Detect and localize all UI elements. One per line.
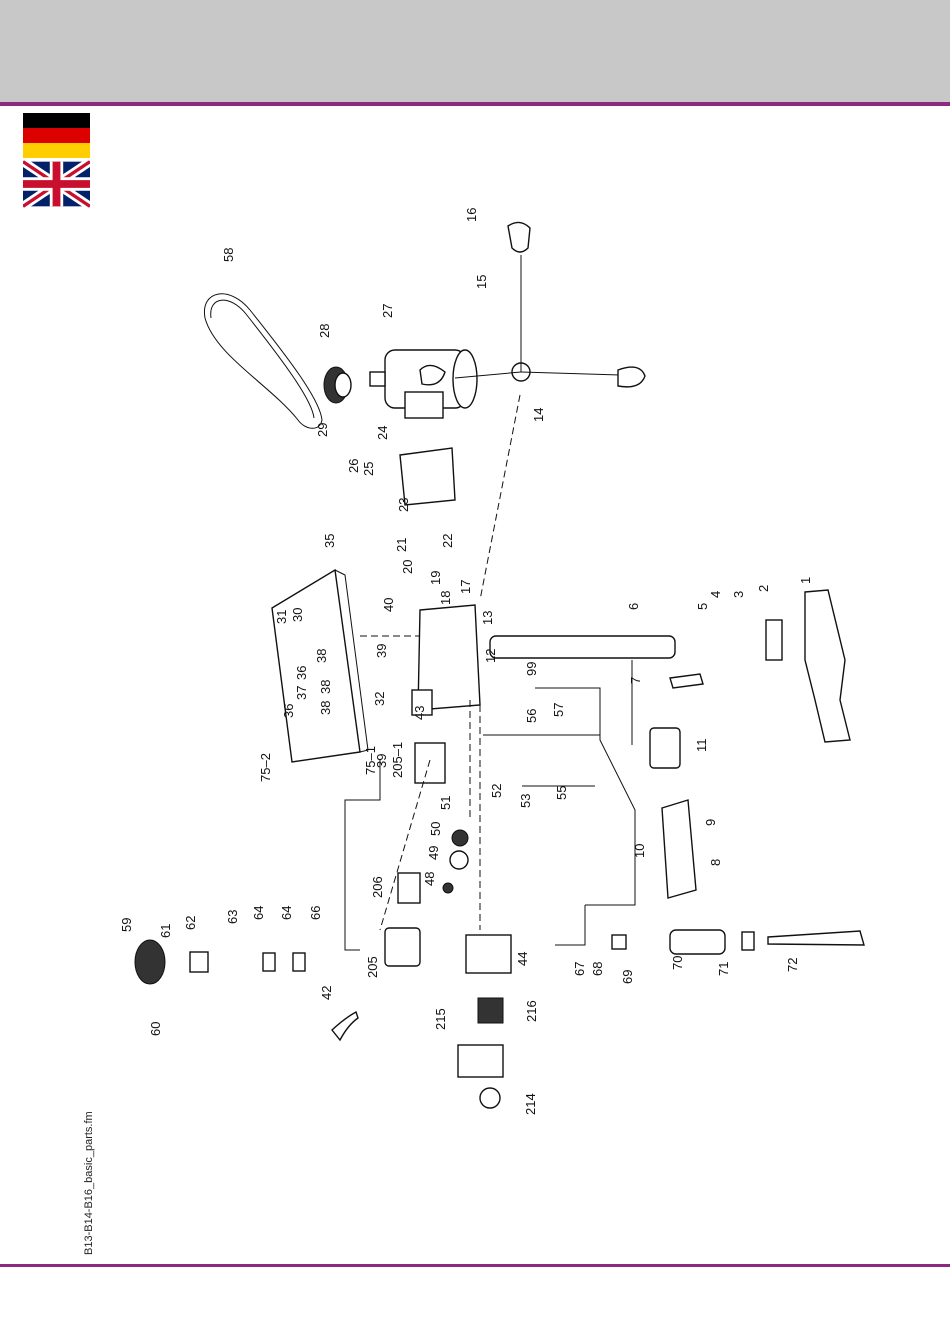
part-number-label: 69	[620, 970, 635, 984]
part-number-label: 30	[290, 608, 305, 622]
part-number-label: 3	[731, 591, 746, 598]
part-number-label: 75–1	[363, 746, 378, 775]
part-number-label: 31	[274, 610, 289, 624]
part-number-label: 29	[315, 423, 330, 437]
part-number-label: 59	[119, 918, 134, 932]
part-number-label: 42	[319, 986, 334, 1000]
part-number-label: 12	[483, 649, 498, 663]
part-number-label: 23	[396, 498, 411, 512]
part-number-label: 36	[281, 704, 296, 718]
part-number-label: 70	[670, 956, 685, 970]
part-number-label: 28	[317, 324, 332, 338]
part-number-label: 6	[626, 603, 641, 610]
part-number-label: 18	[438, 591, 453, 605]
part-number-label: 60	[148, 1022, 163, 1036]
part-number-label: 35	[322, 534, 337, 548]
part-number-label: 205–1	[390, 742, 405, 778]
part-number-label: 44	[515, 952, 530, 966]
part-number-label: 8	[708, 859, 723, 866]
part-number-label: 72	[785, 958, 800, 972]
part-number-label: 75–2	[258, 753, 273, 782]
part-number-label: 22	[440, 534, 455, 548]
part-number-label: 49	[426, 846, 441, 860]
part-number-label: 39	[374, 644, 389, 658]
part-number-label: 48	[422, 872, 437, 886]
part-number-label: 206	[370, 876, 385, 898]
part-number-label: 56	[524, 709, 539, 723]
part-number-label: 50	[428, 822, 443, 836]
part-number-label: 51	[438, 796, 453, 810]
part-number-label: 38	[314, 649, 329, 663]
part-number-label: 37	[294, 686, 309, 700]
part-number-label: 68	[590, 962, 605, 976]
part-number-label: 38	[318, 680, 333, 694]
part-number-label: 215	[433, 1008, 448, 1030]
part-number-label: 214	[523, 1093, 538, 1115]
part-number-label: 67	[572, 962, 587, 976]
part-number-label: 61	[158, 924, 173, 938]
part-number-label: 55	[554, 786, 569, 800]
part-number-label: 27	[380, 304, 395, 318]
part-number-label: 40	[381, 598, 396, 612]
part-number-label: 1	[798, 577, 813, 584]
part-number-label: 62	[183, 916, 198, 930]
part-number-label: 25	[361, 462, 376, 476]
part-number-label: 5	[695, 603, 710, 610]
part-number-label: 14	[531, 408, 546, 422]
part-number-label: 9	[703, 819, 718, 826]
part-number-label: 58	[221, 248, 236, 262]
part-number-label: 20	[400, 560, 415, 574]
part-number-label: 2	[756, 585, 771, 592]
part-number-label: 63	[225, 910, 240, 924]
part-number-label: 15	[474, 275, 489, 289]
part-number-label: 52	[489, 784, 504, 798]
part-number-label: 24	[375, 426, 390, 440]
part-number-label: 19	[428, 571, 443, 585]
part-number-label: 7	[628, 677, 643, 684]
part-number-label: 32	[372, 692, 387, 706]
part-number-label: 10	[632, 844, 647, 858]
part-number-label: 17	[458, 580, 473, 594]
part-number-label: 205	[365, 956, 380, 978]
part-number-label: 11	[694, 739, 709, 753]
part-number-label: 66	[308, 906, 323, 920]
part-number-label: 36	[294, 666, 309, 680]
part-number-label: 26	[346, 459, 361, 473]
part-number-label: 99	[524, 662, 539, 676]
part-number-label: 13	[480, 611, 495, 625]
part-number-label: 71	[716, 962, 731, 976]
part-number-label: 53	[518, 794, 533, 808]
part-number-label: 43	[412, 706, 427, 720]
part-number-label: 216	[524, 1000, 539, 1022]
part-number-label: 57	[551, 703, 566, 717]
part-number-label: 21	[394, 538, 409, 552]
part-number-label: 16	[464, 208, 479, 222]
part-number-label: 4	[708, 591, 723, 598]
part-number-label: 38	[318, 701, 333, 715]
part-number-label: 64	[279, 906, 294, 920]
part-number-label: 64	[251, 906, 266, 920]
